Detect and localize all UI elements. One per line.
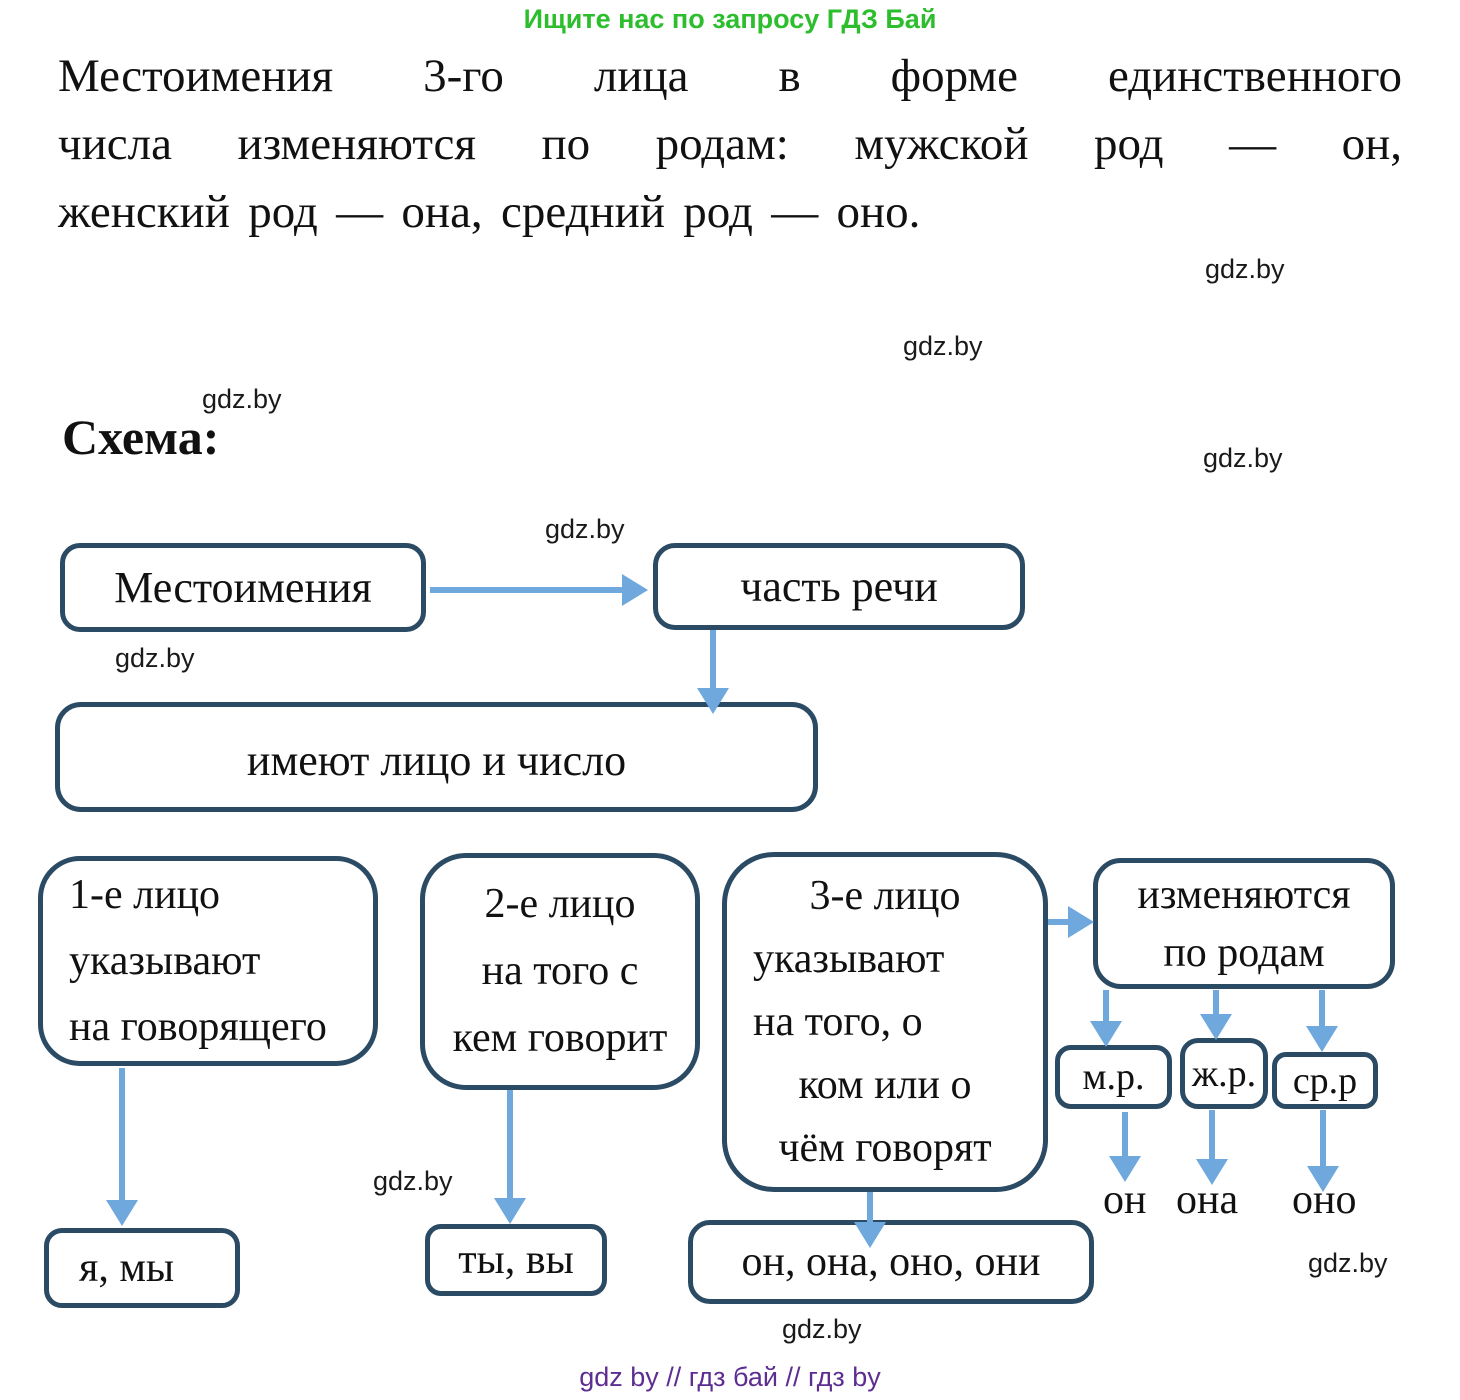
arrow-gender-change-to-neuter-icon (1305, 990, 1339, 1052)
footer-credits: gdz by // гдз бай // гдз by (579, 1362, 881, 1392)
masculine-box: м.р. (1055, 1045, 1172, 1109)
third-person-examples-label: он, она, оно, они (741, 1239, 1041, 1285)
third-person-line: 3-е лицо (809, 872, 961, 919)
first-person-examples-box: я, мы (44, 1228, 240, 1308)
schema-heading: Схема: (62, 409, 220, 465)
masculine-label: м.р. (1082, 1056, 1145, 1098)
arrow-pronouns-to-part-of-speech-icon (430, 572, 648, 608)
watermark: gdz.by (545, 514, 625, 544)
gender-change-box: изменяются по родам (1093, 858, 1395, 989)
second-person-line: на того с (481, 948, 639, 994)
watermark: gdz.by (115, 643, 195, 673)
pronouns-box: Местоимения (60, 543, 426, 632)
part-of-speech-label: часть речи (740, 561, 938, 611)
gender-change-line: изменяются (1137, 871, 1351, 918)
arrow-neuter-to-example-icon (1306, 1110, 1340, 1192)
intro-paragraph: Местоимения 3-го лица в форме единственн… (58, 42, 1402, 246)
third-person-line: указывают (753, 935, 945, 982)
promo-banner: Ищите нас по запросу ГДЗ Бай (523, 4, 937, 34)
watermark: gdz.by (1308, 1248, 1388, 1278)
gender-change-line: по родам (1163, 929, 1325, 976)
intro-line: числа изменяются по родам: мужской род —… (58, 118, 1402, 170)
arrow-feminine-to-example-icon (1195, 1110, 1229, 1185)
first-person-box: 1-е лицо указывают на говорящего (38, 856, 378, 1066)
arrow-masculine-to-example-icon (1108, 1112, 1142, 1182)
third-person-line: ком или о (798, 1061, 972, 1108)
second-person-line: 2-е лицо (484, 881, 636, 927)
arrow-third-person-to-gender-change-icon (1048, 904, 1094, 940)
second-person-examples-box: ты, вы (425, 1224, 607, 1296)
intro-line: Местоимения 3-го лица в форме единственн… (58, 50, 1402, 102)
second-person-box: 2-е лицо на того с кем говорит (420, 853, 700, 1090)
part-of-speech-box: часть речи (653, 543, 1025, 630)
masculine-example-label: он (1103, 1177, 1147, 1223)
third-person-examples-box: он, она, оно, они (688, 1220, 1094, 1304)
arrow-first-person-down-icon (105, 1068, 139, 1226)
second-person-examples-label: ты, вы (458, 1237, 574, 1283)
arrow-gender-change-to-masculine-icon (1089, 990, 1123, 1047)
arrow-gender-change-to-feminine-icon (1199, 990, 1233, 1040)
first-person-line: указывают (69, 938, 261, 984)
watermark: gdz.by (903, 331, 983, 361)
feminine-label: ж.р. (1191, 1052, 1257, 1095)
watermark: gdz.by (373, 1166, 453, 1196)
third-person-box: 3-е лицо указывают на того, о ком или о … (722, 852, 1048, 1192)
watermark: gdz.by (1203, 443, 1283, 473)
pronouns-label: Местоимения (114, 562, 372, 612)
feminine-box: ж.р. (1180, 1038, 1268, 1109)
person-number-box: имеют лицо и число (55, 702, 818, 812)
watermark: gdz.by (782, 1314, 862, 1344)
second-person-line: кем говорит (452, 1015, 668, 1061)
first-person-examples-label: я, мы (79, 1245, 175, 1291)
arrow-part-of-speech-down-icon (696, 630, 730, 714)
arrow-third-person-down-icon (853, 1192, 887, 1248)
intro-line: женский род — она, средний род — оно. (58, 186, 921, 238)
watermark: gdz.by (1205, 254, 1285, 284)
first-person-line: на говорящего (69, 1004, 327, 1050)
arrow-second-person-down-icon (493, 1090, 527, 1224)
third-person-line: на того, о (753, 998, 923, 1045)
watermark: gdz.by (202, 384, 282, 414)
third-person-line: чём говорят (778, 1124, 992, 1171)
neuter-box: ср.р (1272, 1052, 1378, 1109)
person-number-label: имеют лицо и число (246, 736, 627, 785)
first-person-line: 1-е лицо (69, 872, 221, 918)
neuter-label: ср.р (1292, 1059, 1358, 1102)
